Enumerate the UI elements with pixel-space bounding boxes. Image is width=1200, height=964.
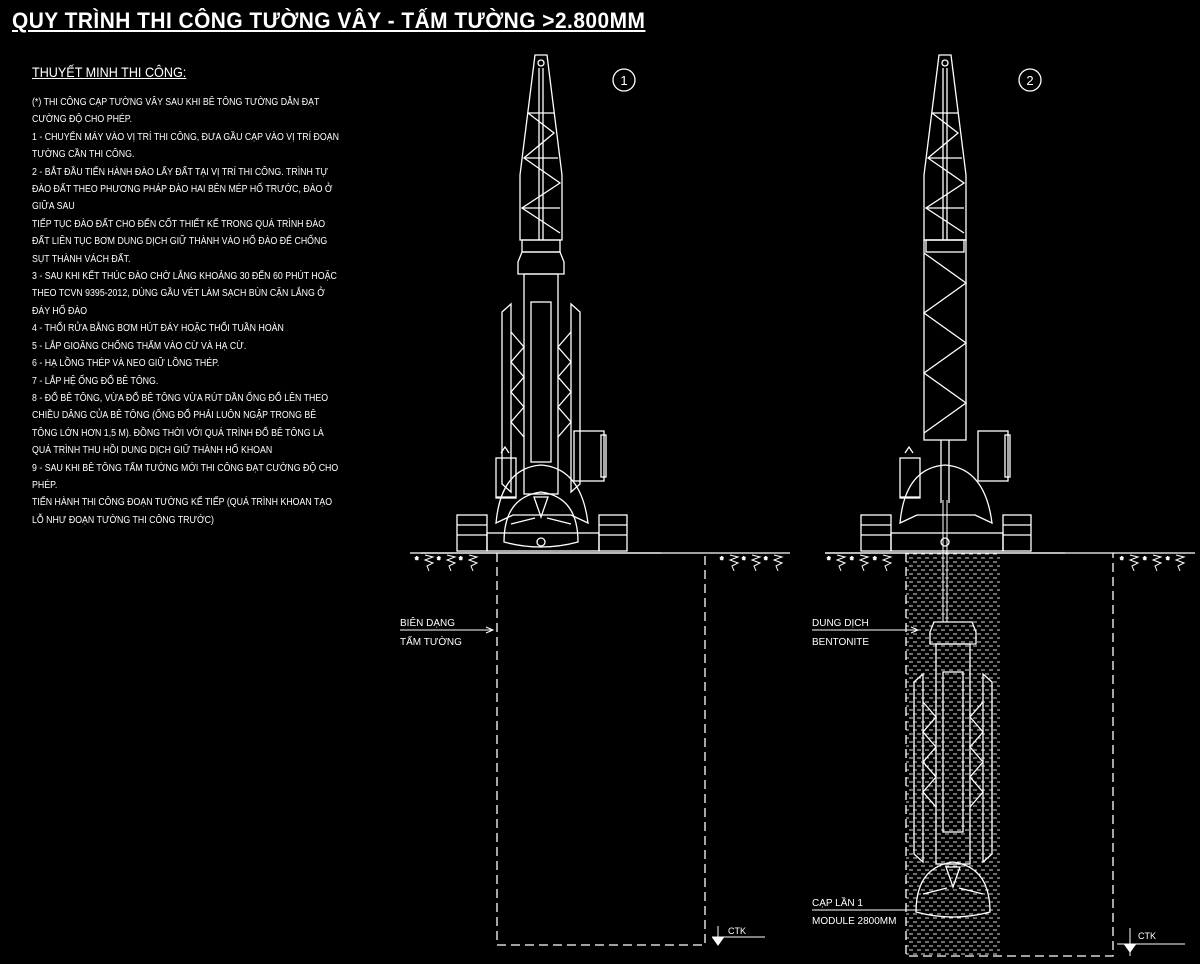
level-label-ctk-2: CTK [1138,931,1156,941]
note-line: 9 - SAU KHI BÊ TÔNG TẤM TƯỜNG MỚI THI CÔ… [32,462,339,474]
note-line: 2 - BẮT ĐẦU TIẾN HÀNH ĐÀO LẤY ĐẤT TẠI VỊ… [32,166,329,178]
ground-soil-left-1 [414,554,478,572]
note-line: 8 - ĐỔ BÊ TÔNG, VỪA ĐỔ BÊ TÔNG VỪA RÚT D… [32,392,329,404]
wall-panel-outline-2 [905,553,1114,957]
level-marker-ctk-1 [712,926,765,946]
label-wall-profile-line2: TẤM TƯỜNG [400,635,462,648]
ground-soil-left-2 [826,554,892,572]
step-1-number: 1 [620,73,627,88]
label-bentonite-line1: DUNG DỊCH [812,618,869,629]
label-wall-profile-line1: BIÊN DẠNG [400,616,455,629]
step-2-marker-circle [1018,68,1042,92]
note-line: THEO TCVN 9395-2012, DÙNG GẦU VÉT LÀM SẠ… [32,288,325,300]
bentonite-fill [906,553,1000,956]
wall-panel-outline-1 [496,553,706,946]
level-marker-ctk-2 [1117,928,1185,956]
drill-crane-2-icon [825,55,1065,553]
note-line: 3 - SAU KHI KẾT THÚC ĐÀO CHỜ LẮNG KHOẢNG… [32,271,337,283]
note-line: GIỮA SAU [32,201,75,213]
note-line: LỖ NHƯ ĐOẠN TƯỜNG THI CÔNG TRƯỚC) [32,514,214,526]
note-line: CHIỀU DÂNG CỦA BÊ TÔNG (ỐNG ĐỔ PHẢI LUÔN… [32,410,317,422]
drawing-title: QUY TRÌNH THI CÔNG TƯỜNG VÂY - TẤM TƯỜNG… [12,8,646,33]
label-grab-line2: MODULE 2800MM [812,916,896,927]
note-line: TƯỜNG CẦN THI CÔNG. [32,149,135,161]
step-1-drawing: 1 BIÊN DẠNG TẤM TƯỜNG CTK [400,55,790,946]
drill-crane-1-icon [421,55,661,553]
label-grab-line1: CẠP LẦN 1 [812,896,863,909]
note-line: 6 - HẠ LỒNG THÉP VÀ NEO GIỮ LỒNG THÉP. [32,358,220,370]
step-2-drawing: 2 DUNG DỊCH BENTONITE CẠP LẦN 1 MODULE 2… [812,55,1195,957]
ground-soil-right-2 [1119,554,1185,572]
note-line: TIẾP TỤC ĐÀO ĐẤT CHO ĐẾN CỐT THIẾT KẾ TR… [32,218,326,230]
notes-heading: THUYẾT MINH THI CÔNG: [32,64,187,80]
level-label-ctk-1: CTK [728,926,746,936]
step-1-marker-circle [612,68,636,92]
construction-notes: THUYẾT MINH THI CÔNG: (*) THI CÔNG CẠP T… [32,64,382,529]
note-line: CƯỜNG ĐỘ CHO PHÉP. [32,114,132,126]
notes-lines: (*) THI CÔNG CẠP TƯỜNG VÂY SAU KHI BÊ TÔ… [32,94,382,529]
note-line: ĐẤT LIÊN TỤC BƠM DUNG DỊCH GIỮ THÀNH VÀO… [32,236,328,248]
step-2-number: 2 [1026,73,1033,88]
note-line: (*) THI CÔNG CẠP TƯỜNG VÂY SAU KHI BÊ TÔ… [32,97,320,108]
note-line: 1 - CHUYỂN MÁY VÀO VỊ TRÍ THI CÔNG, ĐƯA … [32,131,339,143]
note-line: ĐÁY HỐ ĐÀO [32,305,88,317]
note-line: TIẾN HÀNH THI CÔNG ĐOẠN TƯỜNG KẾ TIẾP (Q… [32,497,333,509]
note-line: QUÁ TRÌNH THU HỒI DUNG DỊCH GIỮ THÀNH HỐ… [32,445,273,457]
ground-soil-right-1 [719,554,783,572]
note-line: TÔNG LỚN HƠN 1,5 M). ĐỒNG THỜI VỚI QUÁ T… [32,427,324,439]
note-line: PHÉP. [32,479,58,491]
note-line: 7 - LẮP HỆ ỐNG ĐỔ BÊ TÔNG. [32,375,159,387]
note-line: ĐÀO ĐẤT THEO PHƯƠNG PHÁP ĐÀO HAI BÊN MÉP… [32,184,333,196]
label-bentonite-line2: BENTONITE [812,637,869,648]
note-line: 4 - THỔI RỬA BẰNG BƠM HÚT ĐÁY HOẶC THỔI … [32,323,284,335]
note-line: 5 - LẮP GIOĂNG CHỐNG THẤM VÀO CỪ VÀ HẠ C… [32,340,247,352]
note-line: SỤT THÀNH VÁCH ĐẤT. [32,253,131,265]
